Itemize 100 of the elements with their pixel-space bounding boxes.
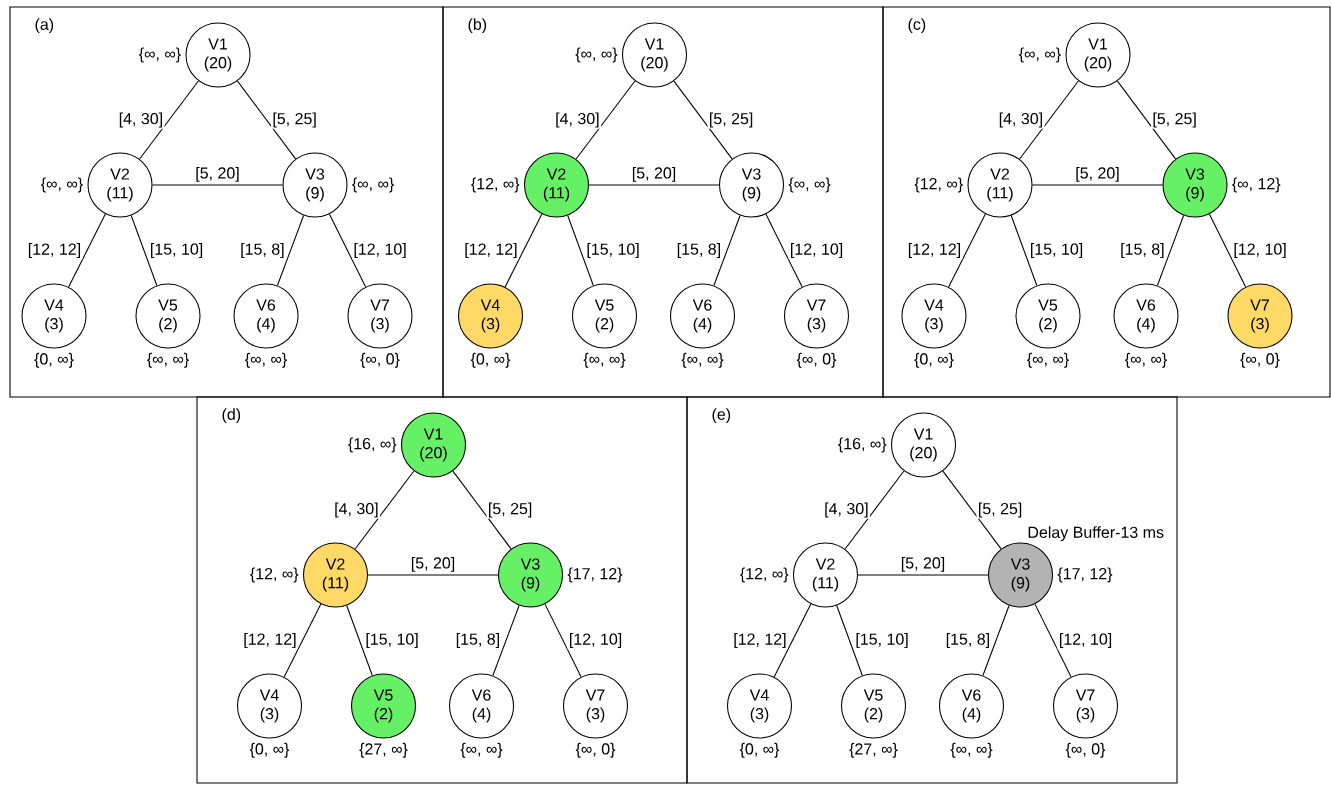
panel-label: (d) [222, 408, 241, 424]
edge-label: [15, 10] [587, 243, 639, 258]
edge-label: [5, 25] [710, 112, 753, 128]
edge-line [68, 213, 106, 288]
panel-frame [442, 6, 884, 398]
circle-node: V3 (9) [718, 152, 785, 218]
edge-line [283, 603, 322, 678]
circle-node: V5 (2) [1015, 283, 1081, 349]
edge-line [588, 184, 720, 186]
edge-line [575, 80, 636, 160]
edge-label: [15, 10] [366, 633, 418, 648]
edge-line [1156, 214, 1185, 287]
edge-label: [12, 10] [354, 243, 406, 258]
node-annotation: {∞, 0} [575, 742, 616, 758]
node-annotation: {∞, 0} [1240, 352, 1280, 368]
node-annotation: {17, 12} [1057, 567, 1113, 583]
circle-node: V4 (3) [726, 673, 793, 739]
circle-node: V7 (3) [1052, 673, 1119, 739]
node-annotation: {∞, 12} [1232, 177, 1281, 193]
node-annotation: {12, ∞} [250, 567, 299, 583]
panel-label: (b) [468, 18, 487, 34]
panel-frame [9, 6, 444, 398]
circle-node: V1 (20) [621, 22, 688, 88]
circle-node: V4 (3) [901, 283, 967, 349]
node-annotation: {27, ∞} [849, 742, 898, 758]
panel-label: (c) [908, 18, 926, 34]
node-annotation: {0, ∞} [249, 742, 290, 758]
edge-line [773, 603, 812, 678]
panel-frame [686, 396, 1178, 784]
edge-line [857, 574, 989, 576]
edge-label: [12, 10] [791, 243, 843, 258]
circle-node: V3 (9) [282, 152, 348, 218]
edge-line [544, 603, 582, 678]
node-annotation: {16, ∞} [348, 437, 397, 453]
edge-line [836, 605, 863, 676]
circle-node: V2 (11) [792, 542, 859, 608]
node-annotation: {16, ∞} [838, 437, 887, 453]
circle-node: V4 (3) [21, 283, 87, 349]
edge-line [567, 215, 594, 286]
edge-label: [15, 10] [151, 243, 203, 258]
circle-node: V1 (20) [400, 412, 467, 478]
circle-node: V6 (4) [448, 673, 515, 739]
edge-label: [15, 8] [946, 633, 989, 648]
node-annotation: {0, ∞} [739, 742, 780, 758]
edge-line [328, 213, 367, 288]
edge-line [1010, 215, 1038, 286]
edge-line [942, 470, 1002, 550]
edge-label: [15, 8] [241, 243, 284, 258]
edge-label: [5, 20] [196, 166, 239, 182]
edge-label: [12, 12] [244, 633, 296, 648]
circle-node: V6 (4) [669, 283, 736, 349]
circle-node: V1 (20) [890, 412, 957, 478]
edge-line [367, 574, 499, 576]
edge-label: [4, 30] [335, 502, 378, 518]
edge-label: [12, 10] [1234, 243, 1286, 258]
node-annotation: {∞, ∞} [352, 177, 394, 193]
edge-label: [15, 8] [456, 633, 499, 648]
circle-node: V4 (3) [236, 673, 303, 739]
circle-node: V2 (11) [523, 152, 590, 218]
circle-node: V3 (9) [497, 542, 564, 608]
circle-node: V5 (2) [135, 283, 201, 349]
circle-node: V1 (20) [1065, 22, 1131, 88]
edge-label: [5, 25] [979, 502, 1022, 518]
edge-label: [5, 25] [489, 502, 532, 518]
circle-node: V2 (11) [87, 152, 153, 218]
edge-line [713, 214, 741, 287]
circle-node: V5 (2) [571, 283, 638, 349]
edge-line [346, 605, 373, 676]
circle-node: V1 (20) [185, 22, 251, 88]
node-annotation: {0, ∞} [914, 352, 954, 368]
node-annotation: {∞, ∞} [460, 742, 503, 758]
node-annotation: {∞, ∞} [1027, 352, 1069, 368]
node-annotation: {∞, 0} [1065, 742, 1106, 758]
edge-label: [15, 8] [677, 243, 720, 258]
node-annotation: {∞, ∞} [788, 177, 831, 193]
edge-line [982, 604, 1010, 677]
edge-line [130, 215, 158, 286]
node-annotation: {∞, 0} [360, 352, 400, 368]
node-annotation: {∞, ∞} [583, 352, 626, 368]
circle-node: V2 (11) [967, 152, 1033, 218]
edge-line [1116, 80, 1177, 160]
node-annotation: {∞, ∞} [147, 352, 189, 368]
edge-line [276, 214, 305, 287]
edge-label: [4, 30] [556, 112, 599, 128]
node-annotation: {17, 12} [567, 567, 623, 583]
node-annotation: {12, ∞} [471, 177, 520, 193]
circle-node: V4 (3) [457, 283, 524, 349]
edge-label: [5, 20] [632, 166, 676, 182]
node-annotation: {∞, ∞} [950, 742, 993, 758]
circle-node: V7 (3) [1227, 283, 1293, 349]
edge-line [504, 213, 543, 288]
edge-label: [15, 8] [1121, 243, 1164, 258]
edge-label: [5, 20] [1076, 166, 1119, 182]
panel-label: (a) [35, 18, 54, 34]
edge-line [765, 213, 803, 288]
edge-label: [4, 30] [999, 112, 1042, 128]
node-annotation: {12, ∞} [740, 567, 789, 583]
node-annotation: {∞, ∞} [1019, 47, 1061, 63]
edge-label: [4, 30] [825, 502, 868, 518]
node-annotation: {∞, ∞} [41, 177, 83, 193]
